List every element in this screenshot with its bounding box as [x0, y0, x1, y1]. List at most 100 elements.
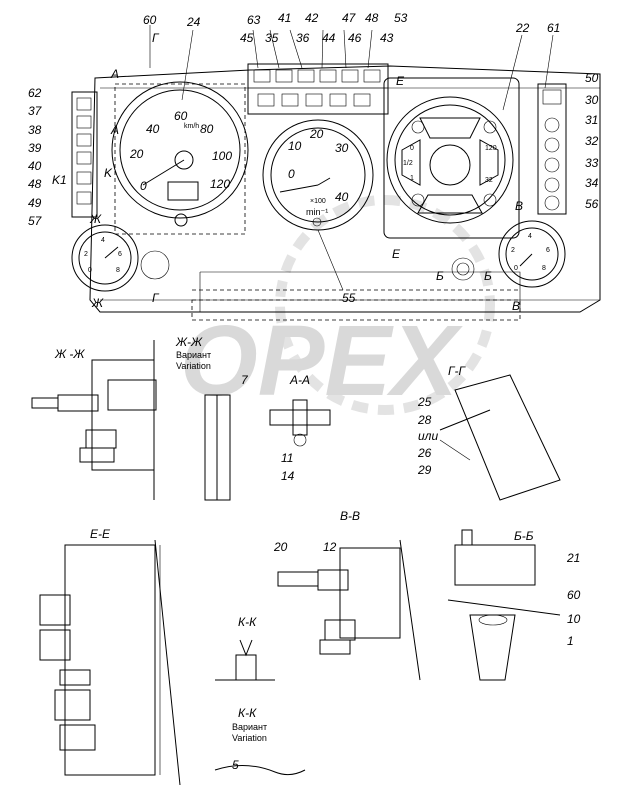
svg-text:40: 40: [146, 122, 160, 136]
svg-text:48: 48: [28, 177, 42, 191]
svg-text:40: 40: [28, 159, 42, 173]
svg-text:Ж: Ж: [91, 296, 104, 310]
svg-text:26: 26: [417, 446, 432, 460]
svg-text:30: 30: [585, 93, 599, 107]
svg-text:10: 10: [567, 612, 581, 626]
left-switch-column: [71, 91, 98, 218]
section-e-e: [39, 539, 181, 786]
svg-text:B: B: [515, 199, 523, 213]
svg-text:Ж: Ж: [89, 212, 102, 226]
view-b-b-title: Б-Б: [514, 529, 534, 543]
svg-text:49: 49: [28, 196, 42, 210]
svg-text:B: B: [512, 299, 520, 313]
svg-text:47: 47: [342, 11, 357, 25]
right-switch-column: [537, 83, 567, 215]
svg-text:62: 62: [28, 86, 42, 100]
svg-text:30: 30: [335, 141, 349, 155]
svg-text:32: 32: [485, 177, 493, 184]
svg-text:К-К: К-К: [238, 706, 257, 720]
svg-text:25: 25: [417, 395, 432, 409]
callouts: 60 24 63 41 42 47 48 53 45 35 36 44 46 4…: [28, 11, 599, 772]
svg-text:12: 12: [323, 540, 337, 554]
svg-text:5: 5: [232, 758, 239, 772]
svg-text:41: 41: [278, 11, 291, 25]
svg-text:Вариант: Вариант: [232, 722, 267, 732]
section-a-a: [269, 399, 331, 447]
svg-text:10: 10: [288, 139, 302, 153]
svg-text:45: 45: [240, 31, 254, 45]
svg-text:Variation: Variation: [176, 361, 211, 371]
oil-gauge: 0 2 4 6 8: [451, 220, 566, 288]
svg-text:11: 11: [281, 451, 293, 465]
view-titles: Ж -Ж Ж-Ж Вариант Variation А-А Г-Г или В…: [54, 335, 534, 743]
svg-text:0: 0: [410, 145, 414, 152]
svg-text:Вариант: Вариант: [176, 350, 211, 360]
svg-text:34: 34: [585, 176, 599, 190]
svg-text:8: 8: [542, 265, 546, 272]
svg-text:39: 39: [28, 141, 42, 155]
svg-text:km/h: km/h: [184, 123, 199, 130]
svg-text:61: 61: [547, 21, 560, 35]
svg-text:4: 4: [101, 237, 105, 244]
svg-text:40: 40: [335, 190, 349, 204]
tachometer: 0 10 20 30 40 ×100 min⁻¹: [262, 119, 374, 231]
svg-text:20: 20: [273, 540, 288, 554]
svg-text:Variation: Variation: [232, 733, 267, 743]
svg-text:20: 20: [129, 147, 144, 161]
svg-text:×100: ×100: [310, 198, 326, 205]
svg-text:E: E: [392, 247, 401, 261]
svg-text:48: 48: [365, 11, 379, 25]
svg-text:53: 53: [394, 11, 408, 25]
svg-text:E: E: [396, 74, 405, 88]
section-k-k: [214, 639, 306, 776]
svg-text:60: 60: [143, 13, 157, 27]
svg-text:55: 55: [342, 291, 356, 305]
svg-text:1: 1: [567, 634, 574, 648]
watermark-logo: OPEX: [180, 195, 495, 417]
view-e-e-title: Е-Е: [90, 527, 111, 541]
svg-text:29: 29: [417, 463, 432, 477]
svg-text:0: 0: [88, 267, 92, 274]
svg-text:80: 80: [200, 122, 214, 136]
svg-text:1: 1: [410, 175, 414, 182]
section-marks: A A Г Г K K1 Ж Ж E E B B Б Б: [52, 31, 523, 313]
svg-text:33: 33: [585, 156, 599, 170]
svg-text:Г: Г: [152, 291, 160, 305]
svg-text:K1: K1: [52, 173, 67, 187]
svg-text:14: 14: [281, 469, 295, 483]
view-a-a-title: А-А: [289, 373, 310, 387]
section-v-v: [277, 539, 421, 681]
svg-text:37: 37: [28, 104, 43, 118]
svg-text:K: K: [104, 166, 113, 180]
svg-text:21: 21: [566, 551, 580, 565]
section-b-b: [447, 529, 561, 681]
speedometer: 20 40 60 80 100 120 0 km/h: [111, 81, 249, 235]
svg-text:4: 4: [528, 233, 532, 240]
svg-text:28: 28: [417, 413, 432, 427]
svg-text:56: 56: [585, 197, 599, 211]
svg-text:или: или: [418, 429, 438, 443]
svg-text:24: 24: [186, 15, 201, 29]
svg-text:20: 20: [309, 127, 324, 141]
view-zh-zh-title: Ж -Ж: [54, 347, 85, 361]
svg-text:35: 35: [265, 31, 279, 45]
svg-text:57: 57: [28, 214, 43, 228]
svg-text:8: 8: [116, 267, 120, 274]
svg-text:2: 2: [84, 251, 88, 258]
svg-text:1/2: 1/2: [403, 160, 413, 167]
svg-text:120: 120: [210, 177, 230, 191]
section-zh-zh: [31, 340, 231, 501]
section-g-g: [439, 374, 561, 501]
svg-text:44: 44: [322, 31, 336, 45]
svg-text:0: 0: [514, 265, 518, 272]
svg-text:43: 43: [380, 31, 394, 45]
svg-text:32: 32: [585, 134, 599, 148]
svg-text:31: 31: [585, 113, 598, 127]
svg-text:38: 38: [28, 123, 42, 137]
watermark-text: OPEX: [180, 305, 463, 417]
view-k-k-title: К-К: [238, 615, 257, 629]
svg-text:Б: Б: [484, 269, 492, 283]
pressure-gauge: 0 2 4 6 8: [71, 224, 170, 292]
